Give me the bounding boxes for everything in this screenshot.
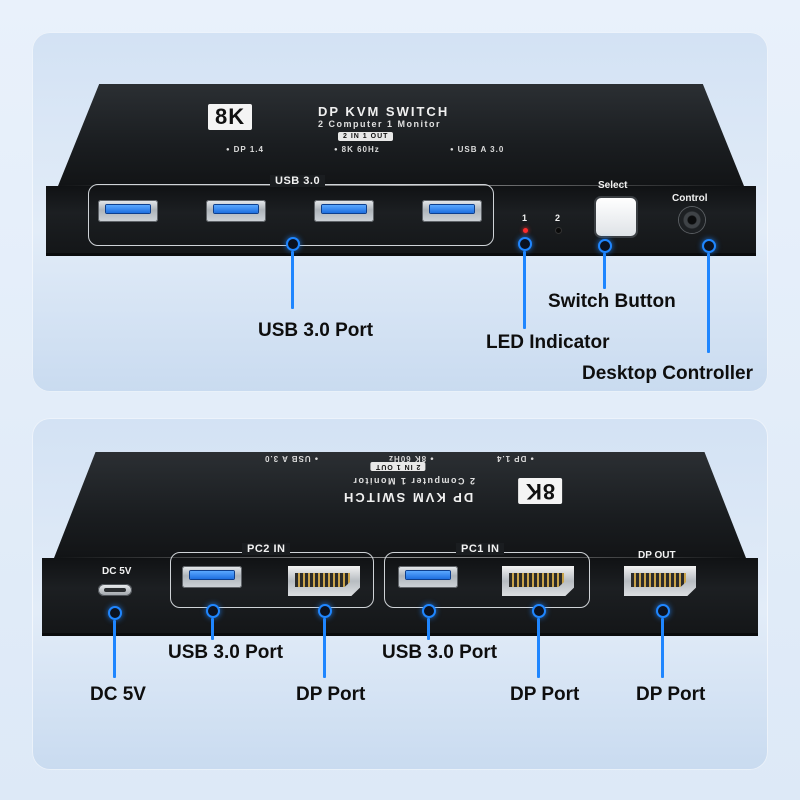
resolution-badge: 8K <box>208 104 253 130</box>
usb-port-4[interactable] <box>422 200 482 222</box>
device-front-face <box>46 186 756 256</box>
pc1-group-label: PC1 IN <box>456 543 505 555</box>
dc-power-port[interactable] <box>98 584 132 596</box>
pc2-dp-callout: DP Port <box>296 684 366 705</box>
io-chip-rear: 2 IN 1 OUT <box>370 462 426 471</box>
usb-port-callout-line <box>291 251 294 309</box>
pc2-usb-callout: USB 3.0 Port <box>168 642 284 663</box>
pc2-dp-port[interactable] <box>288 566 360 596</box>
pc2-usb-callout-dot <box>206 604 220 618</box>
usb-port-callout: USB 3.0 Port <box>258 320 374 341</box>
led-callout-dot <box>518 237 532 251</box>
usb-group-label: USB 3.0 <box>270 175 326 187</box>
dp-out-label: DP OUT <box>638 550 676 561</box>
feature-dp: DP 1.4 <box>226 145 264 154</box>
dp-out-callout-line <box>661 618 664 678</box>
pc2-usb-callout-line <box>211 618 214 640</box>
feature-usb-rear: USB A 3.0 <box>264 454 318 463</box>
usb-port-3[interactable] <box>314 200 374 222</box>
pc1-dp-callout-line <box>537 618 540 678</box>
dc-callout: DC 5V <box>90 684 146 705</box>
dc-callout-dot <box>108 606 122 620</box>
switch-callout: Switch Button <box>548 291 676 312</box>
product-title: DP KVM SWITCH <box>318 104 450 119</box>
control-label: Control <box>672 193 708 204</box>
dc-callout-line <box>113 620 116 678</box>
feature-dp-rear: DP 1.4 <box>496 454 534 463</box>
pc2-usb-port[interactable] <box>182 566 242 588</box>
pc2-dp-callout-dot <box>318 604 332 618</box>
dc-label: DC 5V <box>102 566 132 577</box>
pc1-dp-callout: DP Port <box>510 684 580 705</box>
pc1-usb-callout-line <box>427 618 430 640</box>
pc1-usb-port[interactable] <box>398 566 458 588</box>
usb-port-callout-dot <box>286 237 300 251</box>
io-chip: 2 IN 1 OUT <box>338 132 394 141</box>
controller-jack[interactable] <box>679 207 705 233</box>
usb-port-2[interactable] <box>206 200 266 222</box>
feature-usb: USB A 3.0 <box>450 145 504 154</box>
switch-callout-dot <box>598 239 612 253</box>
feature-resolution: 8K 60Hz <box>334 145 380 154</box>
dp-out-port[interactable] <box>624 566 696 596</box>
pc1-usb-callout-dot <box>422 604 436 618</box>
dp-out-callout-dot <box>656 604 670 618</box>
led-callout: LED Indicator <box>486 332 610 353</box>
controller-callout-line <box>707 253 710 353</box>
feature-resolution-rear: 8K 60Hz <box>388 454 434 463</box>
front-view-panel: 8K DP KVM SWITCH 2 Computer 1 Monitor 2 … <box>32 32 768 392</box>
led-number-2: 2 <box>555 213 561 223</box>
controller-callout: Desktop Controller <box>582 363 754 384</box>
pc1-usb-callout: USB 3.0 Port <box>382 642 498 663</box>
usb-port-1[interactable] <box>98 200 158 222</box>
led-number-1: 1 <box>522 213 528 223</box>
controller-callout-dot <box>702 239 716 253</box>
select-label: Select <box>598 180 628 191</box>
led-indicator-2 <box>556 228 561 233</box>
pc1-dp-callout-dot <box>532 604 546 618</box>
led-callout-line <box>523 251 526 329</box>
product-subtitle: 2 Computer 1 Monitor <box>318 119 442 129</box>
product-subtitle-rear: 2 Computer 1 Monitor <box>352 476 476 486</box>
dp-out-callout: DP Port <box>636 684 706 705</box>
select-button[interactable] <box>596 198 636 236</box>
rear-view-panel: 8K DP KVM SWITCH 2 Computer 1 Monitor 2 … <box>32 418 768 770</box>
pc2-dp-callout-line <box>323 618 326 678</box>
product-title-rear: DP KVM SWITCH <box>342 490 474 505</box>
led-indicator-1 <box>523 228 528 233</box>
pc2-group-label: PC2 IN <box>242 543 291 555</box>
resolution-badge-rear: 8K <box>518 478 563 504</box>
switch-callout-line <box>603 253 606 289</box>
device-top-surface <box>58 84 744 186</box>
pc1-dp-port[interactable] <box>502 566 574 596</box>
